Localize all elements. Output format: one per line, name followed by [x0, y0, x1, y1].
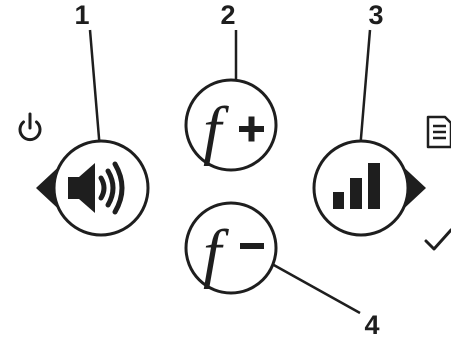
callout-3: 3 — [358, 0, 384, 151]
leader-line-1 — [88, 29, 102, 151]
callout-number-3: 3 — [368, 0, 383, 30]
function-minus-button[interactable]: f — [184, 201, 278, 295]
callout-2: 2 — [220, 0, 238, 87]
volume-button[interactable] — [36, 139, 150, 237]
leader-line-4 — [262, 257, 361, 315]
callout-4: 4 — [262, 257, 380, 340]
power-icon — [18, 112, 42, 142]
document-icon — [426, 115, 451, 149]
function-plus-button[interactable]: f — [184, 78, 278, 172]
checkmark-icon — [424, 228, 451, 251]
leader-line-3 — [358, 29, 372, 151]
callout-1: 1 — [74, 0, 102, 151]
callout-number-2: 2 — [220, 0, 235, 30]
callout-number-1: 1 — [74, 0, 89, 30]
speaker-volume-icon — [68, 161, 125, 215]
signal-button[interactable] — [312, 139, 426, 237]
signal-bars-icon — [333, 163, 380, 209]
callout-number-4: 4 — [364, 310, 379, 340]
